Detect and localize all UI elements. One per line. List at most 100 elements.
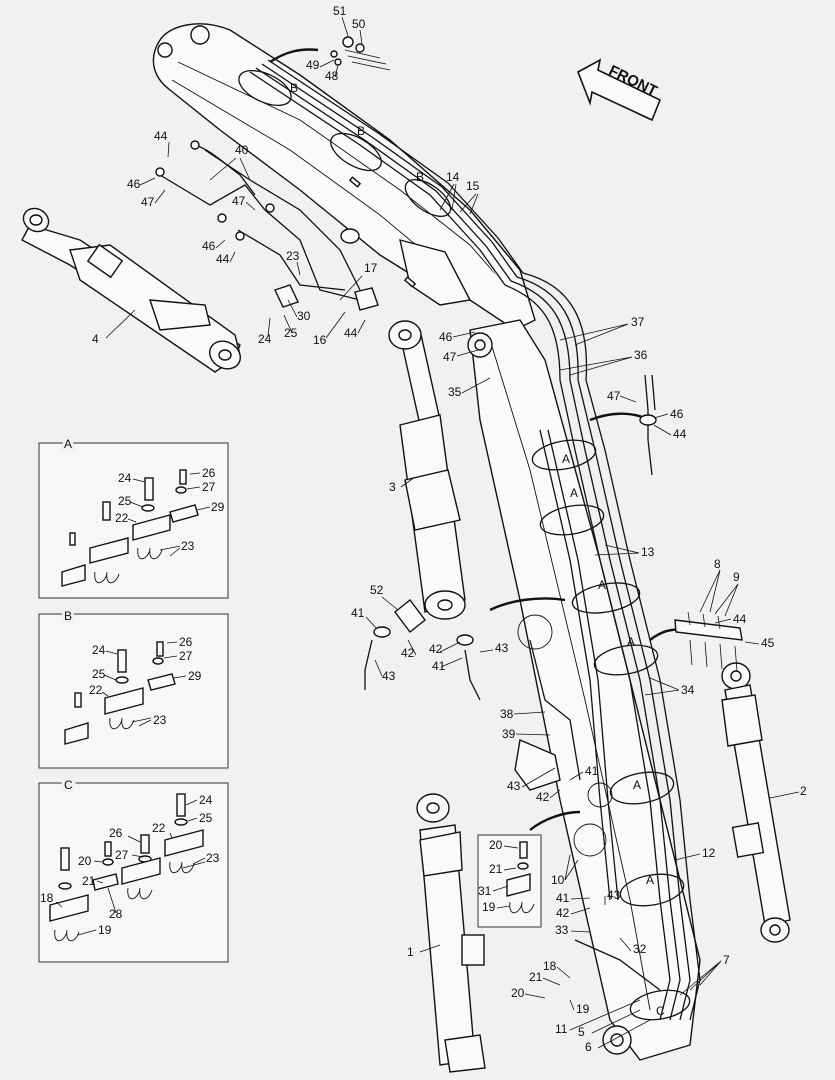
callout-44-e: 44 — [733, 612, 747, 626]
callout-a-23: 23 — [181, 539, 195, 553]
callout-36: 36 — [634, 348, 648, 362]
ref-letter-a-1: A — [562, 452, 570, 466]
front-arrow: FRONT — [577, 58, 662, 122]
callout-13: 13 — [641, 545, 655, 559]
cylinder-4-boom — [21, 207, 242, 373]
callout-14: 14 — [446, 170, 460, 184]
callout-b-27: 27 — [179, 649, 193, 663]
callout-c-22: 22 — [152, 821, 166, 835]
callout-5: 5 — [578, 1025, 585, 1039]
callout-43-b: 43 — [382, 669, 396, 683]
callout-b-25: 25 — [92, 667, 106, 681]
callout-41-b: 41 — [432, 659, 446, 673]
main-callouts: 51 50 49 48 14 15 44 40 46 47 47 46 44 2… — [92, 4, 807, 1054]
callout-1: 1 — [407, 945, 414, 959]
callout-b-29: 29 — [188, 669, 202, 683]
ref-letter-c-1: C — [656, 1004, 665, 1018]
callout-a-22: 22 — [115, 511, 129, 525]
callout-2: 2 — [800, 784, 807, 798]
boom-hose-bundle — [204, 59, 524, 291]
cylinder-3-arm — [388, 320, 466, 620]
callout-a-26: 26 — [202, 466, 216, 480]
callout-45: 45 — [761, 636, 775, 650]
callout-44-d: 44 — [673, 427, 687, 441]
callout-42-b: 42 — [429, 642, 443, 656]
callout-b-22: 22 — [89, 683, 103, 697]
callout-43-a: 43 — [495, 641, 509, 655]
callout-8: 8 — [714, 557, 721, 571]
callout-42-a: 42 — [401, 646, 415, 660]
callout-sd-20: 20 — [489, 838, 503, 852]
callout-c-24: 24 — [199, 793, 213, 807]
callout-30: 30 — [297, 309, 311, 323]
callout-47-c: 47 — [443, 350, 457, 364]
pipe-40-assembly — [155, 140, 379, 311]
callout-33: 33 — [555, 923, 569, 937]
callout-sd-31: 31 — [478, 884, 492, 898]
callout-a-29: 29 — [211, 500, 225, 514]
callout-c-28: 28 — [109, 907, 123, 921]
callout-44-a: 44 — [154, 129, 168, 143]
detail-panel-a-title: A — [64, 437, 72, 451]
callout-51: 51 — [333, 4, 347, 18]
detail-panel-b-title: B — [64, 609, 72, 623]
callout-c-26: 26 — [109, 826, 123, 840]
ref-letter-b-3: B — [416, 170, 424, 184]
callout-32: 32 — [633, 942, 647, 956]
detail-panel-a: A 24 26 27 25 29 22 23 — [38, 434, 229, 599]
detail-panel-c-title: C — [64, 778, 73, 792]
callout-12: 12 — [702, 846, 716, 860]
callout-c-27: 27 — [115, 848, 129, 862]
callout-34: 34 — [681, 683, 695, 697]
callout-4: 4 — [92, 332, 99, 346]
ref-letter-a-3: A — [598, 578, 606, 592]
callout-50: 50 — [352, 17, 366, 31]
callout-21: 21 — [529, 970, 543, 984]
callout-40: 40 — [235, 143, 249, 157]
cylinder-1-bucket — [416, 793, 486, 1073]
callout-c-20: 20 — [78, 854, 92, 868]
callout-46-a: 46 — [127, 177, 141, 191]
callout-a-25: 25 — [118, 494, 132, 508]
fitting-cluster-52 — [364, 599, 481, 701]
callout-b-26: 26 — [179, 635, 193, 649]
detail-a-parts — [61, 469, 199, 587]
callout-44-b: 44 — [216, 252, 230, 266]
callout-7: 7 — [723, 953, 730, 967]
detail-c-parts — [49, 793, 204, 942]
callout-49: 49 — [306, 58, 320, 72]
ref-letter-b-1: B — [290, 81, 298, 95]
callout-48: 48 — [325, 69, 339, 83]
callout-46-c: 46 — [439, 330, 453, 344]
callout-46-b: 46 — [202, 239, 216, 253]
callout-43-c: 43 — [507, 779, 521, 793]
callout-19: 19 — [576, 1002, 590, 1016]
clamp-rings — [238, 70, 691, 1021]
small-detail-box: 20 21 31 19 — [477, 834, 542, 928]
callout-c-19: 19 — [98, 923, 112, 937]
callout-c-25: 25 — [199, 811, 213, 825]
callout-39: 39 — [502, 727, 516, 741]
detail-panel-b: B 24 26 27 25 29 22 23 — [38, 606, 229, 769]
callout-25: 25 — [284, 326, 298, 340]
callout-17: 17 — [364, 261, 378, 275]
callout-c-23: 23 — [206, 851, 220, 865]
callout-47-b: 47 — [232, 194, 246, 208]
leader-lines — [105, 16, 800, 1049]
callout-b-24: 24 — [92, 643, 106, 657]
callout-15: 15 — [466, 179, 480, 193]
callout-a-27: 27 — [202, 480, 216, 494]
fitting-cluster-top — [330, 36, 391, 71]
detail-letters: B B B A A A A A A C — [290, 81, 665, 1018]
ref-letter-a-5: A — [633, 778, 641, 792]
callout-35: 35 — [448, 385, 462, 399]
cylinder-2-bucket-alt — [721, 662, 791, 943]
callout-52: 52 — [370, 583, 384, 597]
small-detail-parts — [506, 841, 535, 914]
callout-20: 20 — [511, 986, 525, 1000]
callout-42-d: 42 — [556, 906, 570, 920]
callout-38: 38 — [500, 707, 514, 721]
callout-43-d: 43 — [607, 888, 621, 902]
ref-letter-a-6: A — [646, 873, 654, 887]
